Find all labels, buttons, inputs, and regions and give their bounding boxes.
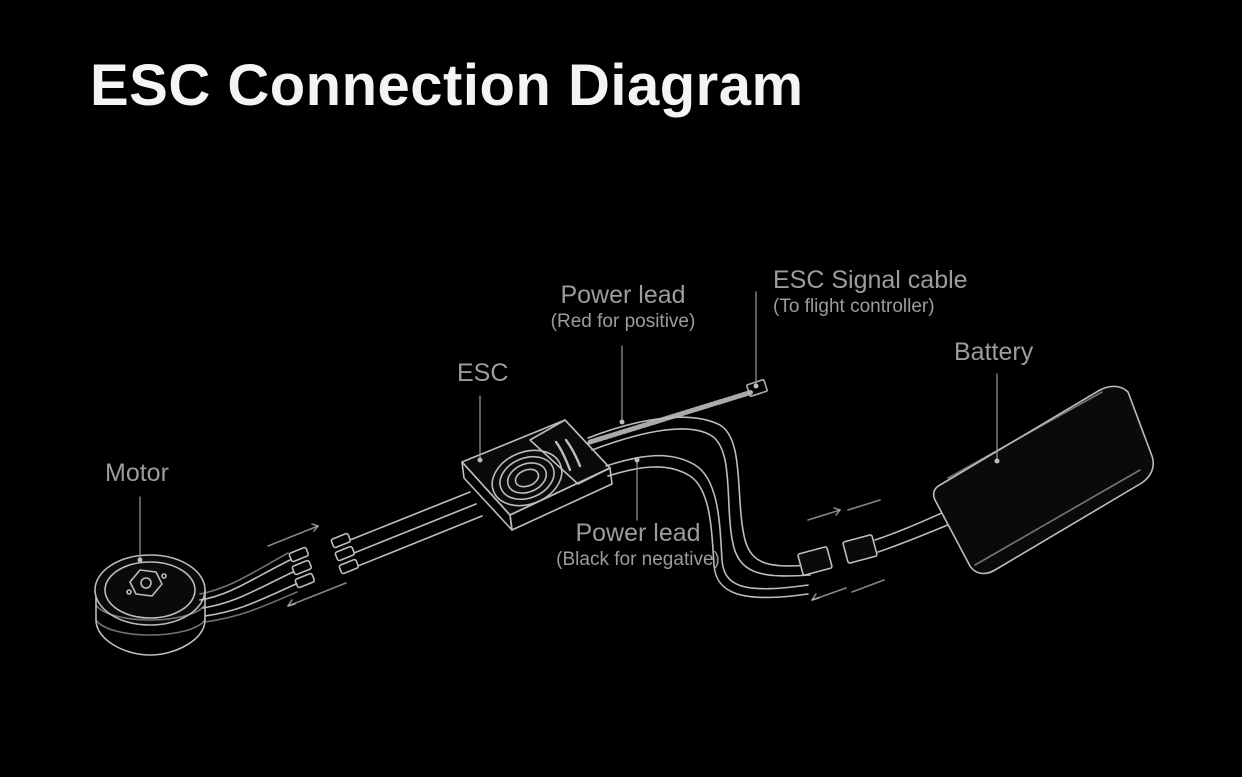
label-power-lead-positive-text: Power lead — [560, 281, 686, 309]
xt-connectors — [797, 499, 885, 601]
label-motor: Motor — [105, 458, 169, 488]
motor-illustration — [94, 554, 206, 656]
callout-lines — [137, 291, 998, 563]
page-title: ESC Connection Diagram — [90, 53, 804, 118]
label-battery-text: Battery — [954, 338, 1034, 366]
connection-arrows-motor — [267, 523, 347, 607]
label-power-lead-positive: Power lead (Red for positive) — [545, 280, 701, 334]
battery-illustration — [932, 385, 1155, 575]
label-power-lead-negative: Power lead (Black for negative) — [551, 518, 725, 572]
label-power-lead-positive-note: (Red for positive) — [550, 311, 696, 332]
label-signal-cable: ESC Signal cable (To flight controller) — [773, 265, 968, 319]
label-esc: ESC — [457, 358, 508, 388]
motor-phase-wires — [199, 552, 298, 623]
esc-illustration — [461, 419, 613, 531]
label-power-lead-negative-text: Power lead — [575, 519, 701, 547]
motor-bullet-connectors — [288, 546, 316, 589]
power-lead-negative — [605, 454, 809, 599]
label-signal-cable-note: (To flight controller) — [773, 296, 935, 317]
label-esc-text: ESC — [457, 359, 509, 387]
label-battery: Battery — [954, 337, 1033, 367]
esc-output-wires — [349, 491, 483, 567]
label-power-lead-negative-note: (Black for negative) — [556, 549, 720, 570]
signal-cable — [587, 378, 768, 445]
label-signal-cable-text: ESC Signal cable — [773, 266, 968, 294]
label-motor-text: Motor — [105, 459, 169, 487]
esc-bullet-connectors — [330, 532, 360, 575]
